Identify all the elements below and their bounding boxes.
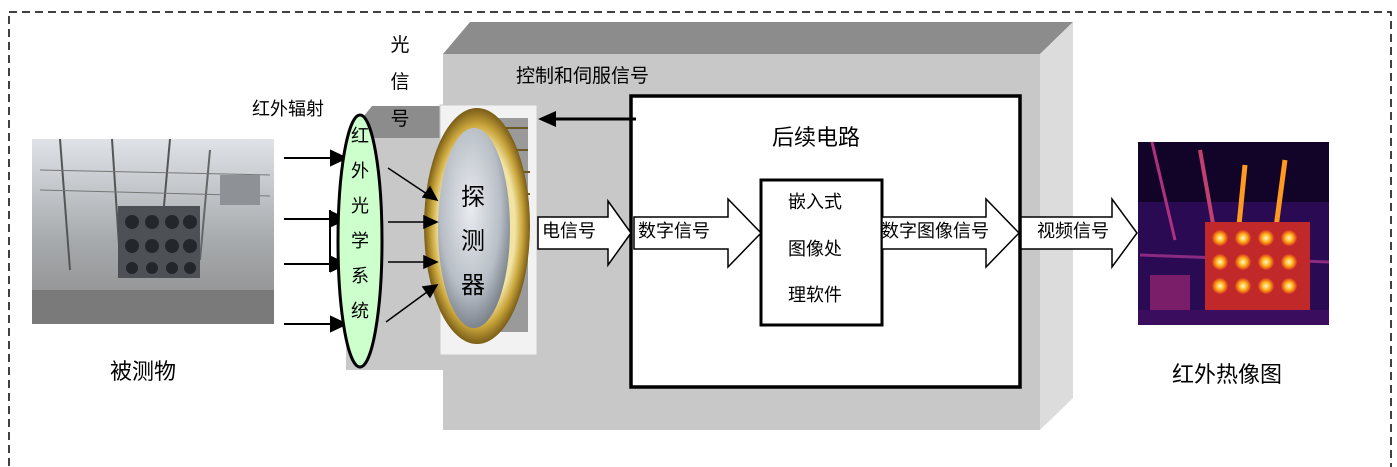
box-top-face xyxy=(443,22,1073,54)
optical-signal-char: 号 xyxy=(390,108,410,130)
embedded-software-box xyxy=(759,178,884,327)
arrow-video-label: 视频信号 xyxy=(1037,221,1109,242)
detector-char: 器 xyxy=(461,271,485,299)
control-label: 控制和伺服信号 xyxy=(516,65,650,87)
arrow-digital-shape xyxy=(633,197,763,269)
control-arrow xyxy=(538,111,636,127)
arrow-electrical-shape xyxy=(537,198,632,268)
arrow-digital-image-shape xyxy=(881,197,1021,269)
arrow-electrical-label: 电信号 xyxy=(542,221,596,242)
small-block-top xyxy=(346,106,470,138)
object-label: 被测物 xyxy=(110,360,177,385)
embedded-software-line: 理软件 xyxy=(788,285,842,306)
optics-label-char: 学 xyxy=(351,231,369,252)
object-photo xyxy=(32,138,274,324)
radiation-label: 红外辐射 xyxy=(252,99,324,120)
circuit-label: 后续电路 xyxy=(772,126,861,151)
optical-signal-char: 光 xyxy=(390,34,410,56)
thermal-label: 红外热像图 xyxy=(1172,363,1283,388)
arrow-video-shape xyxy=(1020,196,1138,270)
optics-label-char: 光 xyxy=(351,196,369,217)
optics-label-char: 红 xyxy=(351,126,369,147)
optical-signal-char: 信 xyxy=(390,71,410,93)
arrow-digital-image-label: 数字图像信号 xyxy=(881,221,989,242)
optics-label-char: 外 xyxy=(351,161,369,182)
optics-label-char: 系 xyxy=(351,266,369,287)
arrow-digital-label: 数字信号 xyxy=(638,221,710,242)
embedded-software-line: 嵌入式 xyxy=(788,192,842,213)
dashed-frame xyxy=(8,11,1392,467)
optics-label-char: 统 xyxy=(351,301,369,322)
embedded-software-line: 图像处 xyxy=(788,239,842,260)
detector-char: 探 xyxy=(461,183,485,211)
detector-image xyxy=(424,104,538,356)
optics-to-detector-arrows xyxy=(385,167,439,323)
thermal-image xyxy=(1138,141,1330,325)
optics-ellipse xyxy=(336,113,384,369)
detector-char: 测 xyxy=(461,227,485,255)
